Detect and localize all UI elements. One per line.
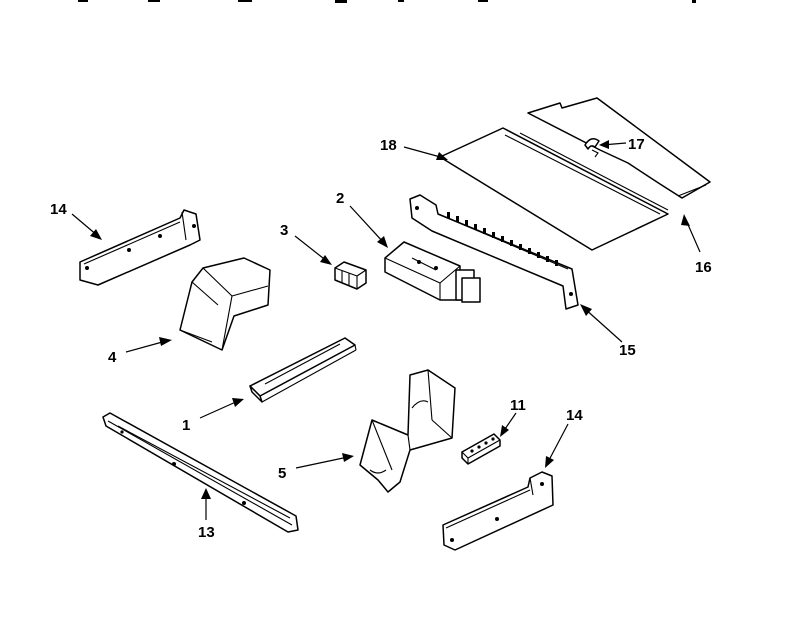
callout-4: 4 bbox=[108, 349, 117, 366]
arrowhead-13 bbox=[201, 488, 211, 499]
callout-2: 2 bbox=[336, 190, 344, 207]
callout-3: 3 bbox=[280, 222, 288, 239]
leader-4 bbox=[125, 340, 167, 353]
arrowhead-14b bbox=[545, 456, 554, 468]
part-14-lower-bracket bbox=[442, 471, 554, 551]
part-15-vent-bracket bbox=[409, 194, 579, 310]
part-16-top-panel bbox=[527, 97, 711, 199]
leader-lines bbox=[71, 140, 701, 520]
arrowhead-2 bbox=[377, 236, 388, 248]
part-13-long-rail bbox=[102, 412, 299, 533]
arrowhead-11 bbox=[500, 425, 509, 437]
leader-2 bbox=[349, 205, 385, 244]
part-1-channel bbox=[249, 337, 357, 403]
callout-labels: 18 17 16 15 2 3 14 4 1 5 11 13 14 bbox=[50, 136, 712, 541]
callout-14-lower: 14 bbox=[566, 407, 583, 424]
part-3-connector-block bbox=[334, 261, 367, 290]
callout-1: 1 bbox=[182, 417, 190, 434]
callout-5: 5 bbox=[278, 465, 286, 482]
part-14-upper-bracket bbox=[79, 209, 201, 286]
arrowhead-15 bbox=[580, 304, 592, 316]
arrowhead-14a bbox=[90, 229, 102, 240]
arrowhead-5 bbox=[342, 453, 354, 462]
part-5-duct-bracket bbox=[359, 369, 456, 493]
leader-5 bbox=[295, 456, 349, 469]
callout-14-upper: 14 bbox=[50, 201, 67, 218]
callout-17: 17 bbox=[628, 136, 645, 153]
callout-16: 16 bbox=[695, 259, 712, 276]
callout-18: 18 bbox=[380, 137, 397, 154]
part-4-air-duct bbox=[179, 257, 271, 351]
callout-13: 13 bbox=[198, 524, 215, 541]
callout-11: 11 bbox=[510, 397, 526, 414]
leader-15 bbox=[583, 307, 623, 343]
arrowhead-1 bbox=[232, 398, 244, 407]
top-edge-marks bbox=[78, 0, 696, 3]
leader-14b bbox=[547, 423, 569, 463]
arrowhead-4 bbox=[159, 337, 172, 346]
callout-15: 15 bbox=[619, 342, 636, 359]
leader-3 bbox=[294, 235, 329, 263]
part-11-terminal-block bbox=[461, 433, 501, 465]
arrowhead-17 bbox=[599, 140, 609, 149]
part-18-sheet bbox=[439, 127, 669, 251]
arrowhead-3 bbox=[320, 255, 332, 265]
leader-18 bbox=[403, 146, 445, 159]
arrowhead-18 bbox=[436, 152, 448, 160]
part-2-switch-housing bbox=[384, 241, 481, 303]
part-17-clip bbox=[584, 138, 600, 158]
leader-1 bbox=[199, 400, 239, 419]
arrowhead-16 bbox=[681, 214, 690, 226]
